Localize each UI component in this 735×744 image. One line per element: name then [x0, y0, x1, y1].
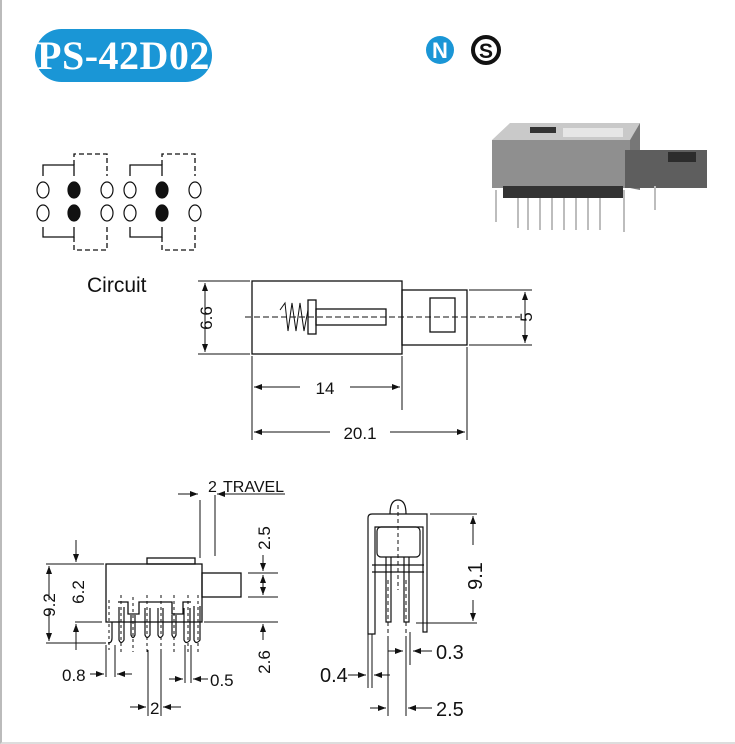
dim-body-14: 14: [316, 379, 335, 398]
dim-height-6-6: 6.6: [197, 306, 216, 330]
svg-text:N: N: [432, 38, 448, 63]
side-view: [46, 491, 285, 716]
model-title: PS-42D02: [35, 29, 212, 82]
dim-total-20-1: 20.1: [343, 424, 376, 443]
travel-value: 2: [208, 479, 217, 496]
s-mark-icon: S: [471, 35, 501, 65]
circuit-diagram: [36, 153, 202, 251]
dim-pin-pitch: 2: [150, 699, 159, 718]
end-view: [348, 499, 477, 716]
svg-text:S: S: [479, 40, 493, 63]
top-view: [198, 280, 532, 440]
dim-pin-width: 0.5: [210, 671, 234, 690]
dim-body-height: 6.2: [69, 580, 88, 604]
dim-pin-spacing: 2.5: [436, 699, 464, 721]
dim-overall-height: 9.2: [40, 593, 59, 617]
dim-actuator-height: 2.6: [255, 650, 274, 674]
n-mark-icon: N: [426, 36, 454, 64]
travel-label: TRAVEL: [223, 479, 284, 496]
dim-pin-thickness: 0.3: [436, 642, 464, 664]
circuit-label: Circuit: [87, 274, 147, 297]
product-photo: [492, 123, 707, 232]
dim-end-height: 9.1: [465, 562, 487, 590]
dim-actuator-offset: 2.5: [255, 526, 274, 550]
dim-actuator-5: 5: [517, 312, 536, 321]
dim-frame-thickness: 0.4: [320, 665, 348, 687]
dim-pin-offset: 0.8: [62, 666, 86, 685]
